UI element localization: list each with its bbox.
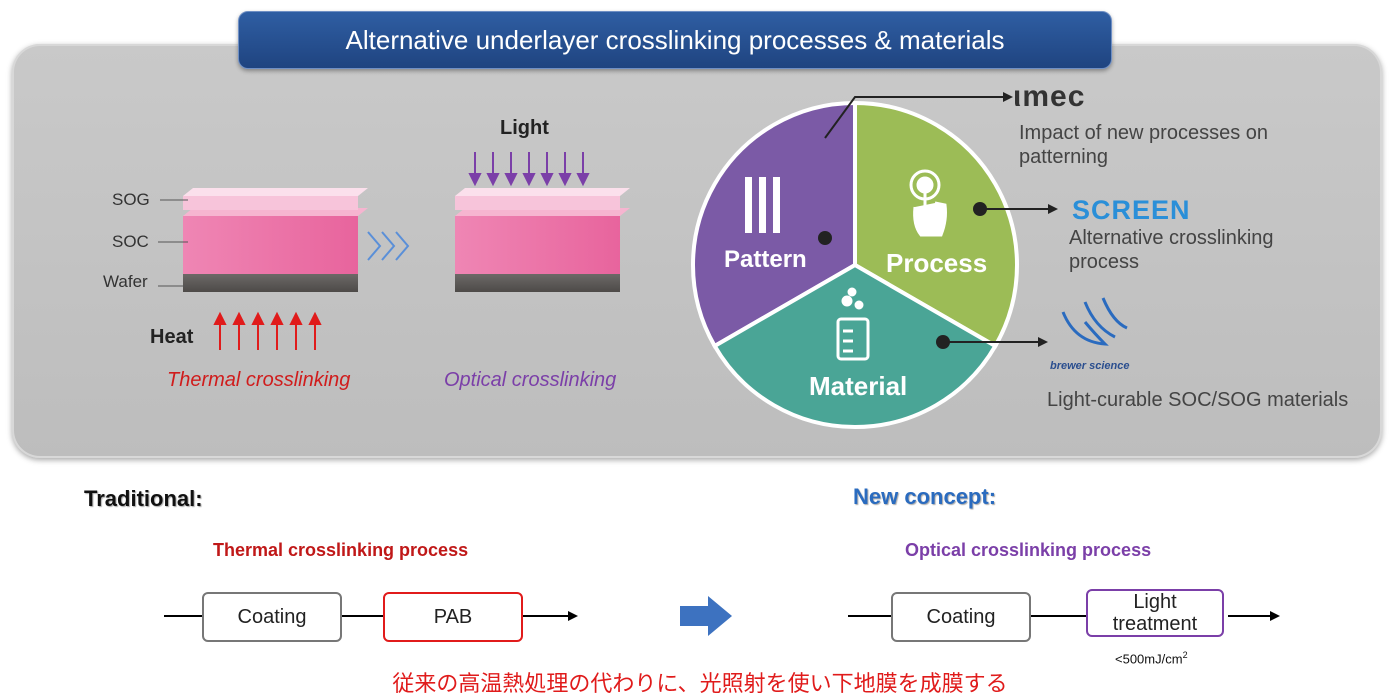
screen-desc-1: Alternative crosslinking: [1069, 227, 1274, 249]
label-wafer: Wafer: [103, 272, 148, 291]
pie-diagram: [690, 100, 1020, 430]
label-soc: SOC: [112, 232, 149, 251]
thermal-process-subheading: Thermal crosslinking process: [213, 540, 469, 560]
screen-logo: SCREEN: [1072, 195, 1191, 225]
step-coating-traditional: Coating: [202, 592, 342, 642]
optical-caption: Optical crosslinking: [444, 369, 617, 391]
heat-arrows-icon: [213, 311, 322, 350]
pie-label-material: Material: [809, 371, 908, 401]
beaker-icon: [836, 287, 870, 361]
optical-stack: [455, 188, 630, 292]
pie-label-pattern: Pattern: [724, 246, 807, 273]
dose-note-text: <500mJ/cm: [1115, 651, 1183, 667]
flow-lines: [164, 596, 1280, 636]
new-concept-heading: New concept:: [853, 484, 997, 509]
chevron-arrows-icon: [367, 231, 410, 261]
touch-hand-icon: [909, 169, 947, 237]
pie-label-process: Process: [886, 248, 988, 278]
imec-logo: ιmec: [1013, 80, 1086, 113]
label-sog: SOG: [112, 190, 150, 209]
thermal-caption: Thermal crosslinking: [167, 369, 351, 391]
step-coating-traditional-label: Coating: [237, 606, 307, 628]
footer-japanese-text: 従来の高温熱処理の代わりに、光照射を使い下地膜を成膜する: [392, 671, 1008, 696]
dose-note-sup: 2: [1182, 650, 1188, 660]
transition-arrow-icon: [680, 596, 732, 636]
optical-process-subheading: Optical crosslinking process: [905, 540, 1152, 560]
pie-segment-material: [711, 262, 999, 430]
imec-desc-2: patterning: [1019, 146, 1108, 168]
step-coating-new: Coating: [891, 592, 1031, 642]
pattern-lines-icon: [745, 177, 780, 233]
step-pab: PAB: [383, 592, 523, 642]
dose-note: <500mJ/cm2: [1115, 650, 1188, 666]
light-label: Light: [500, 117, 549, 139]
step-light-treatment-label: Light treatment: [1112, 591, 1198, 635]
screen-desc-2: process: [1069, 251, 1140, 273]
light-arrows-icon: [468, 152, 590, 187]
heat-label: Heat: [150, 326, 194, 348]
thermal-stack: [183, 188, 368, 292]
step-pab-label: PAB: [433, 606, 473, 628]
stack-illustration: [158, 152, 630, 350]
step-light-treatment: Light treatment: [1086, 589, 1224, 637]
step-coating-new-label: Coating: [926, 606, 996, 628]
brewer-logo: brewer science: [1050, 360, 1130, 372]
title-banner: Alternative underlayer crosslinking proc…: [238, 11, 1112, 69]
traditional-heading: Traditional:: [84, 486, 203, 511]
title-text: Alternative underlayer crosslinking proc…: [345, 24, 1005, 55]
imec-desc-1: Impact of new processes on: [1019, 122, 1269, 144]
brewer-desc: Light-curable SOC/SOG materials: [1047, 389, 1349, 411]
brewer-bird-icon: [1061, 297, 1128, 346]
